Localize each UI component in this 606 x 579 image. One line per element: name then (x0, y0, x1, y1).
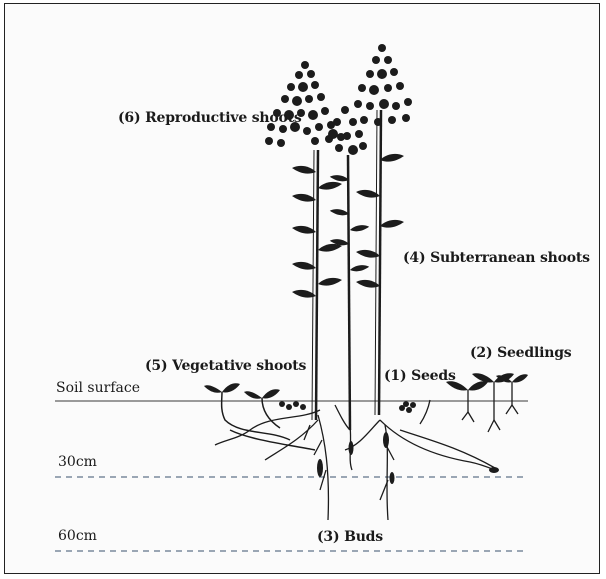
reproductive-shoots-drawing (312, 110, 381, 430)
label-seedlings: (2) Seedlings (470, 346, 571, 360)
label-soil-surface: Soil surface (56, 381, 140, 395)
label-depth-30: 30cm (58, 455, 97, 469)
label-depth-60: 60cm (58, 529, 97, 543)
label-subterranean-shoots: (4) Subterranean shoots (403, 251, 590, 265)
label-vegetative-shoots: (5) Vegetative shoots (145, 359, 306, 373)
vegetative-shoot-leaves (204, 383, 416, 413)
label-reproductive-shoots: (6) Reproductive shoots (118, 111, 302, 125)
rhizomes-drawing (215, 400, 495, 520)
label-buds: (3) Buds (317, 530, 383, 544)
panicle-clusters (265, 44, 412, 155)
seedling-leaves (446, 373, 528, 390)
label-seeds: (1) Seeds (384, 369, 456, 383)
